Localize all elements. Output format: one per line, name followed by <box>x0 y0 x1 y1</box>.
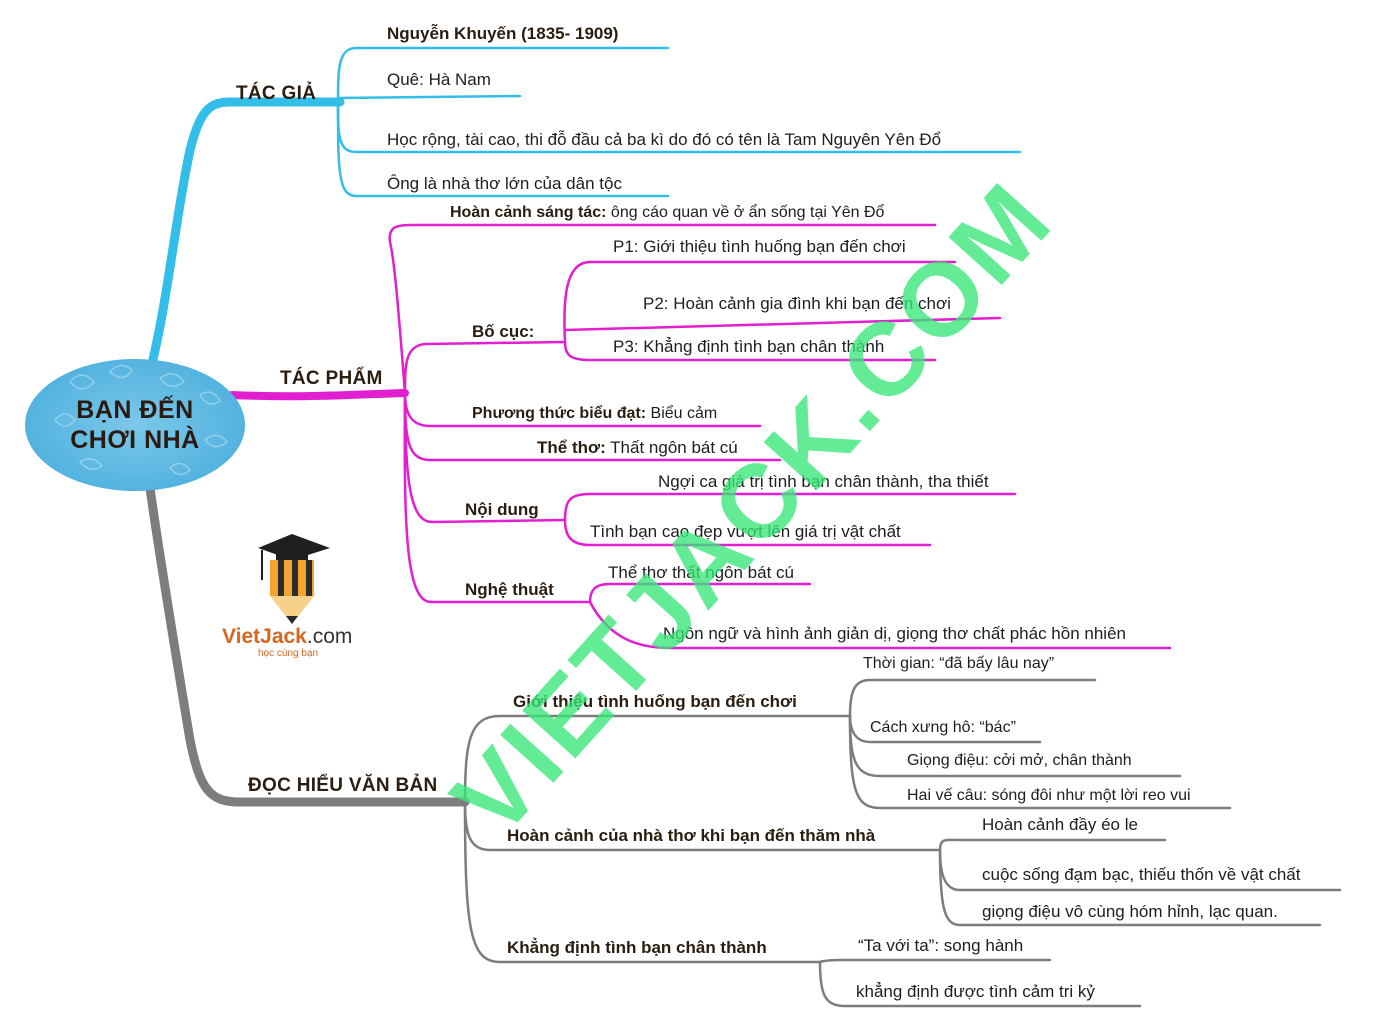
poem-form: Thể thơ: Thất ngôn bát cú <box>537 438 738 458</box>
art-item-2: Ngôn ngữ và hình ảnh giản dị, giọng thơ … <box>663 624 1126 643</box>
reading-situation-item-2: cuộc sống đạm bạc, thiếu thốn về vật chấ… <box>982 865 1301 884</box>
composition-context-value: ông cáo quan về ở ẩn sống tại Yên Đổ <box>606 204 885 221</box>
composition-context: Hoàn cảnh sáng tác: ông cáo quan về ở ẩn… <box>450 203 884 223</box>
expression-mode: Phương thức biểu đạt: Biểu cảm <box>472 404 717 424</box>
center-title-line-1: BẠN ĐẾN <box>76 396 194 424</box>
logo-brand-suffix: .com <box>306 625 353 648</box>
art-item-1: Thể thơ thất ngôn bát cú <box>608 563 794 582</box>
expression-mode-value: Biểu cảm <box>646 405 718 422</box>
structure-part-3: P3: Khẳng định tình bạn chân thành <box>613 337 885 356</box>
art-label: Nghệ thuật <box>465 580 554 599</box>
author-hometown: Quê: Hà Nam <box>387 70 491 89</box>
reading-intro-label: Giới thiệu tình huống bạn đến chơi <box>513 692 797 711</box>
center-title-line-2: CHƠI NHÀ <box>70 426 200 454</box>
branch-label-tac-gia: TÁC GIẢ <box>236 83 317 104</box>
structure-part-2: P2: Hoàn cảnh gia đình khi bạn đến chơi <box>643 294 951 313</box>
branch-tac-pham-lines <box>228 223 1172 650</box>
author-education: Học rộng, tài cao, thi đỗ đầu cả ba kì d… <box>387 130 942 149</box>
vietjack-logo-icon <box>258 534 330 624</box>
reading-situation-item-3: giọng điệu vô cùng hóm hỉnh, lạc quan. <box>982 902 1278 921</box>
center-node-label: BẠN ĐẾN CHƠI NHÀ <box>30 395 240 455</box>
reading-intro-item-1: Thời gian: “đã bấy lâu nay” <box>863 655 1055 672</box>
poem-form-value: Thất ngôn bát cú <box>605 438 738 457</box>
reading-situation-item-1: Hoàn cảnh đầy éo le <box>982 815 1138 834</box>
branch-label-tac-pham: TÁC PHẨM <box>280 368 383 389</box>
logo-brand: VietJack.com <box>222 625 352 649</box>
branch-label-doc-hieu: ĐỌC HIỂU VĂN BẢN <box>248 775 438 796</box>
structure-part-1: P1: Giới thiệu tình huống bạn đến chơi <box>613 237 906 256</box>
reading-situation-label: Hoàn cảnh của nhà thơ khi bạn đến thăm n… <box>507 826 876 845</box>
vietjack-logo: VietJack.com học cùng bạn <box>222 535 372 665</box>
structure-label: Bố cục: <box>472 322 535 341</box>
content-label: Nội dung <box>465 500 539 519</box>
logo-brand-name: VietJack <box>222 625 307 648</box>
reading-friendship-item-1: “Ta với ta”: song hành <box>858 936 1024 955</box>
reading-friendship-label: Khẳng định tình bạn chân thành <box>507 938 767 957</box>
expression-mode-label: Phương thức biểu đạt: <box>472 405 647 422</box>
reading-intro-item-4: Hai vế câu: sóng đôi như một lời reo vui <box>907 787 1191 804</box>
branch-doc-hieu-lines <box>145 483 1342 1008</box>
reading-friendship-item-2: khẳng định được tình cảm tri kỷ <box>856 982 1095 1001</box>
poem-form-label: Thể thơ: <box>537 438 606 457</box>
content-item-2: Tình bạn cao đẹp vượt lên giá trị vật ch… <box>590 522 901 541</box>
author-status: Ông là nhà thơ lớn của dân tộc <box>387 174 622 193</box>
branch-tac-gia-lines <box>145 46 1022 377</box>
content-item-1: Ngợi ca giá trị tình bạn chân thành, tha… <box>658 472 989 491</box>
reading-intro-item-3: Giọng điệu: cởi mở, chân thành <box>907 752 1132 769</box>
reading-intro-item-2: Cách xưng hô: “bác” <box>870 719 1016 736</box>
center-node <box>25 359 245 491</box>
composition-context-label: Hoàn cảnh sáng tác: <box>450 204 607 221</box>
logo-tagline: học cùng bạn <box>258 648 319 659</box>
author-name: Nguyễn Khuyến (1835- 1909) <box>387 24 619 43</box>
